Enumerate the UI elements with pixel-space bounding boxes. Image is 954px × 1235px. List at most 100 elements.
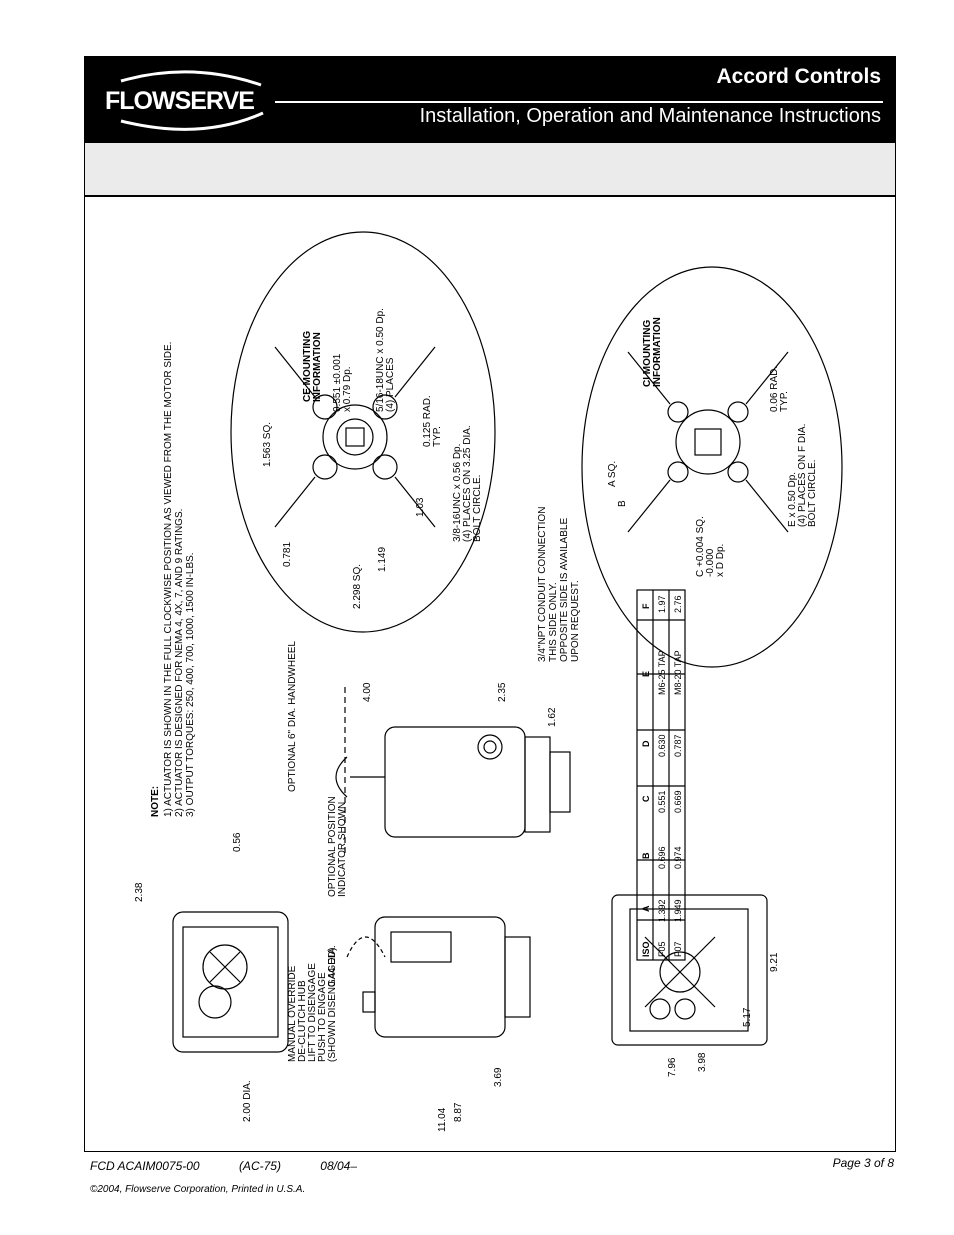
top-view-actuator [172, 911, 289, 1053]
iso-header-d: D [641, 740, 651, 747]
override-line-2: DE-CLUTCH HUB [297, 980, 308, 1062]
ce-dim-3-8unc: 3/8-16UNC x 0.56 Dp. [452, 444, 463, 542]
indicator-line-1: OPTIONAL POSITION [327, 796, 338, 897]
ce-dim-079dp: x 0.79 Dp. [342, 366, 353, 412]
bottom-dim-517: 5.17 [742, 1007, 753, 1027]
ce-flange [274, 346, 436, 528]
iso-header-iso: ISO [641, 941, 651, 957]
bottom-dim-398: 3.98 [697, 1052, 708, 1072]
brand-title: Accord Controls [716, 65, 881, 88]
top-dim-1104: 11.04 [437, 1107, 448, 1132]
iso-table-grid [636, 589, 686, 961]
header-band: FLOWSERVE Accord Controls Installation, … [85, 57, 895, 143]
ci-dim-d: x D Dp. [715, 544, 726, 577]
note-2: 2) ACTUATOR IS DESIGNED FOR NEMA 4, 4X, … [174, 509, 185, 817]
ci-dim-c: C +0.004 SQ. [695, 516, 706, 577]
iso-r2-iso: F07 [673, 941, 683, 957]
bottom-dim-921: 9.21 [769, 952, 780, 972]
side-dim-235: 2.35 [497, 682, 508, 702]
conduit-line-3: OPPOSITE SIDE IS AVAILABLE [559, 518, 570, 662]
copyright: ©2004, Flowserve Corporation, Printed in… [90, 1184, 306, 1195]
override-line-1: MANUAL OVERRIDE [287, 965, 298, 1062]
ce-dim-typ: TYP. [432, 426, 443, 447]
iso-r2-f: 2.76 [673, 595, 683, 613]
page-number: Page 3 of 8 [832, 1156, 894, 1170]
iso-r1-iso: F05 [657, 941, 667, 957]
ce-dim-5-16unc: 5/16-18UNC x 0.50 Dp. [375, 308, 386, 412]
iso-r2-e: M8-20 TAP [673, 650, 683, 695]
doc-title: Installation, Operation and Maintenance … [419, 105, 881, 127]
ce-dim-1149: 1.149 [377, 547, 388, 572]
conduit-line-1: 3/4"NPT CONDUIT CONNECTION [537, 507, 548, 662]
iso-r1-a: 1.392 [657, 899, 667, 922]
override-line-4: PUSH TO ENGAGE [317, 972, 328, 1062]
override-line-5: (SHOWN DISENGAGED) [327, 948, 338, 1062]
top-dim-887: 8.87 [453, 1102, 464, 1122]
ci-title-1: CI MOUNTING [642, 320, 653, 387]
ce-dim-0781: 0.781 [282, 542, 293, 567]
ci-dim-b: B [617, 500, 628, 507]
footer-date: 08/04– [320, 1159, 357, 1173]
ce-dim-bolt-places: (4) PLACES ON 3.25 DIA. [462, 425, 473, 542]
iso-header-c: C [641, 795, 651, 802]
ce-dim-2298sq: 2.298 SQ. [352, 564, 363, 609]
iso-r2-d: 0.787 [673, 734, 683, 757]
iso-r1-c: 0.551 [657, 790, 667, 813]
conduit-line-2: THIS SIDE ONLY. [548, 582, 559, 662]
indicator-line-2: INDICATOR SHOWN [337, 802, 348, 897]
front-view-actuator [346, 916, 531, 1038]
iso-header-b: B [641, 852, 651, 859]
note-3: 3) OUTPUT TORQUES: 250, 400, 700, 1000, … [185, 552, 196, 817]
ce-title-1: CE MOUNTING [302, 331, 313, 402]
bottom-dim-796: 7.96 [667, 1057, 678, 1077]
iso-header-e: E [641, 671, 651, 677]
top-dim-369: 3.69 [493, 1067, 504, 1087]
top-dim-044dia: 0.44 DIA. [327, 945, 338, 987]
top-dim-056: 0.56 [232, 832, 243, 852]
iso-r1-f: 1.97 [657, 595, 667, 613]
iso-header-a: A [641, 905, 651, 912]
technical-drawing: NOTE: 1) ACTUATOR IS SHOWN IN THE FULL C… [134, 231, 843, 1132]
sub-header-band [85, 143, 895, 197]
iso-r1-e: M6-25 TAP [657, 650, 667, 695]
ci-mounting-ellipse [581, 266, 843, 668]
handwheel-label: OPTIONAL 6" DIA. HANDWHEEL [287, 641, 298, 792]
iso-header-f: F [641, 603, 651, 609]
ce-dim-4places: (4) PLACES [385, 357, 396, 412]
iso-r2-a: 1.949 [673, 899, 683, 922]
conduit-line-4: UPON REQUEST. [570, 580, 581, 662]
ci-dim-bolt-circle: BOLT CIRCLE. [807, 460, 818, 527]
footer-doc-code: FCD ACAIM0075-00 [90, 1159, 200, 1173]
ce-dim-1563sq: 1.563 SQ. [262, 422, 273, 467]
ci-dim-asq: A SQ. [607, 461, 618, 487]
top-dim-200dia: 2.00 DIA. [242, 1080, 253, 1122]
flowserve-logo: FLOWSERVE [105, 70, 264, 131]
ce-mounting-ellipse [230, 231, 496, 633]
ci-dim-typ: TYP. [779, 391, 790, 412]
footer-ac-code: (AC-75) [238, 1159, 281, 1173]
side-dim-162: 1.62 [547, 707, 558, 727]
note-heading: NOTE: [150, 786, 161, 817]
page-frame: FLOWSERVE Accord Controls Installation, … [84, 56, 896, 1152]
footer-doc-info: FCD ACAIM0075-00 (AC-75) 08/04– [90, 1159, 393, 1173]
iso-r2-c: 0.669 [673, 790, 683, 813]
ce-dim-0551: 0.551 ±0.001 [332, 353, 343, 412]
iso-r1-b: 0.696 [657, 846, 667, 869]
ci-dim-e: E x 0.50 Dp. [787, 472, 798, 527]
ci-title-2: INFORMATION [652, 317, 663, 387]
ce-title-2: INFORMATION [312, 332, 323, 402]
ci-dim-places: (4) PLACES ON F DIA. [797, 424, 808, 527]
side-view-actuator [335, 687, 571, 857]
iso-r1-d: 0.630 [657, 734, 667, 757]
ce-dim-103: 1.03 [415, 497, 426, 517]
ci-dim-006rad: 0.06 RAD. [769, 366, 780, 412]
header-rule [275, 101, 883, 103]
side-dim-400: 4.00 [362, 682, 373, 702]
ce-dim-bolt-circle: BOLT CIRCLE. [472, 475, 483, 542]
override-line-3: LIFT TO DISENGAGE [307, 963, 318, 1062]
logo-text: FLOWSERVE [105, 87, 254, 115]
bottom-view-actuator [611, 894, 768, 1046]
note-1: 1) ACTUATOR IS SHOWN IN THE FULL CLOCKWI… [163, 342, 174, 817]
ci-flange [627, 351, 789, 533]
iso-r2-b: 0.974 [673, 846, 683, 869]
